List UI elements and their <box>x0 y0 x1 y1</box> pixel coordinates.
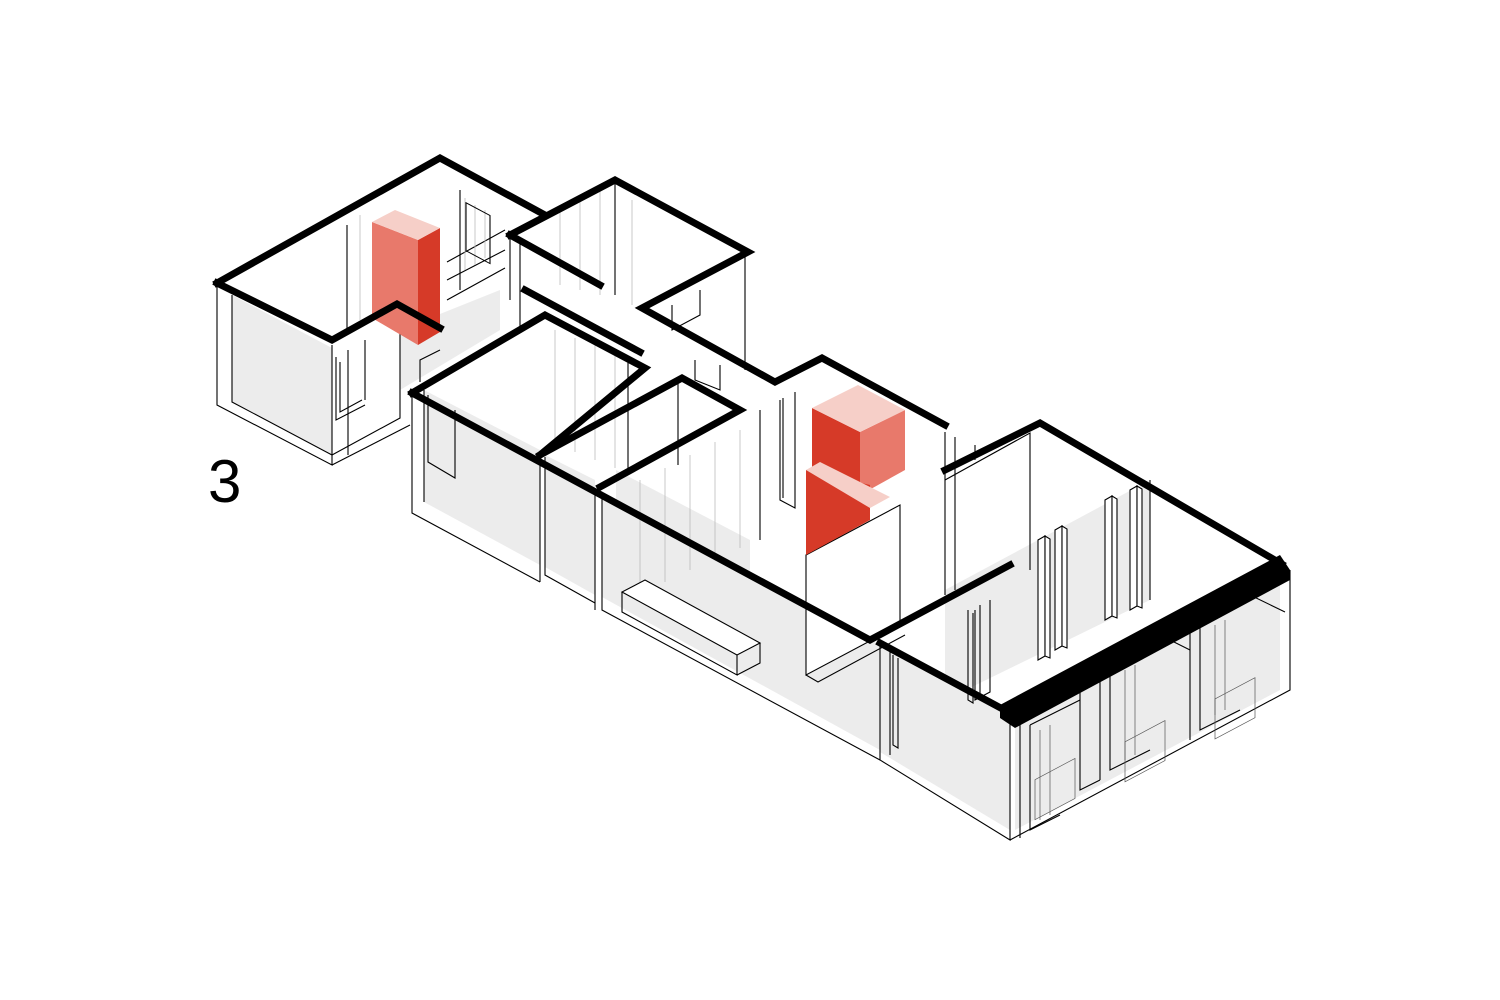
cabinet-lower-top <box>806 462 890 508</box>
pipes <box>892 610 974 749</box>
cabinet-right-top <box>812 385 905 432</box>
cabinet-right-front <box>860 410 905 495</box>
balcony-wall-thick <box>1000 555 1290 728</box>
highlighted-cabinet-right <box>806 385 905 555</box>
cabinet-left-top <box>372 210 440 240</box>
cabinet-left-side <box>372 222 418 345</box>
floor-surfaces <box>232 290 1280 830</box>
wall-cut-lines <box>212 154 1290 728</box>
thin-wall-outlines <box>216 180 1291 841</box>
diagram-number-label: 3 <box>208 448 242 515</box>
columns <box>1037 485 1143 661</box>
